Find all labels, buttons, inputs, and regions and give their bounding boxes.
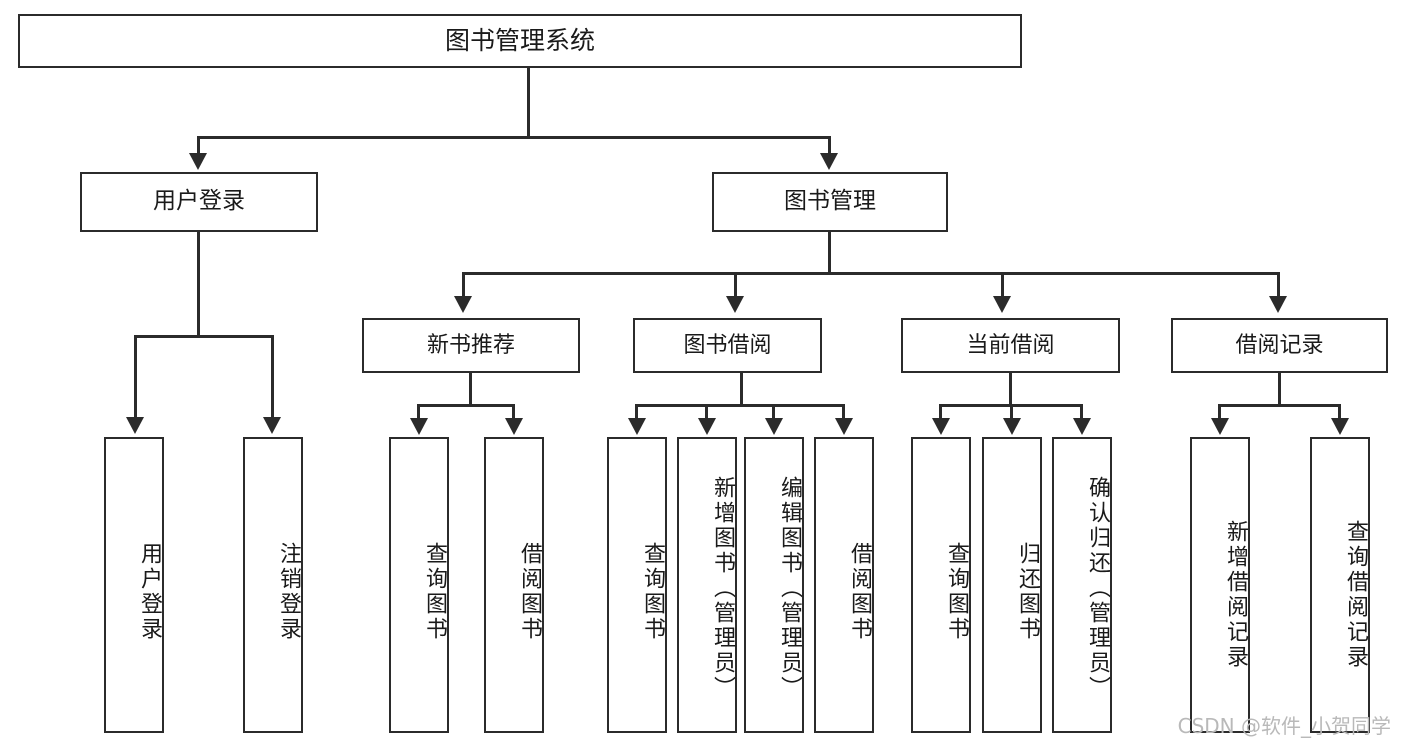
- node-leaf-user-login[interactable]: 用户登录: [104, 437, 164, 733]
- node-label: 查询借阅记录: [1343, 520, 1368, 670]
- node-label: 编辑图书（管理员）: [777, 475, 802, 701]
- connector-book-borrow-stem: [740, 373, 743, 406]
- node-label: 归还图书: [1015, 542, 1040, 642]
- node-label: 新增借阅记录: [1223, 520, 1248, 670]
- connector-cb-1: [939, 404, 942, 420]
- node-leaf-add-borrow-record[interactable]: 新增借阅记录: [1190, 437, 1250, 733]
- connector-bb-1: [635, 404, 638, 420]
- node-leaf-query-borrow-record[interactable]: 查询借阅记录: [1310, 437, 1370, 733]
- arrow-root-to-book-manage: [820, 153, 838, 170]
- node-book-borrow[interactable]: 图书借阅: [633, 318, 822, 373]
- node-leaf-borrow-book-1[interactable]: 借阅图书: [484, 437, 544, 733]
- node-label: 查询图书: [422, 542, 447, 642]
- arrow-to-leaf-user-logout: [263, 417, 281, 434]
- arrow-to-leaf-query-book-3: [932, 418, 950, 435]
- node-root-图书管理系统[interactable]: 图书管理系统: [18, 14, 1022, 68]
- connector-to-new-book-recommend: [462, 272, 465, 298]
- connector-cb-3: [1080, 404, 1083, 420]
- connector-bb-3: [772, 404, 775, 420]
- connector-borrow-record-bar: [1218, 404, 1340, 407]
- connector-book-manage-bar: [462, 272, 1280, 275]
- connector-user-login-left: [134, 335, 137, 419]
- node-label: 图书管理: [784, 188, 876, 215]
- node-leaf-add-book-admin[interactable]: 新增图书（管理员）: [677, 437, 737, 733]
- node-label: 用户登录: [153, 188, 245, 215]
- arrow-to-leaf-add-borrow-record: [1211, 418, 1229, 435]
- connector-br-left: [1218, 404, 1221, 420]
- node-leaf-edit-book-admin[interactable]: 编辑图书（管理员）: [744, 437, 804, 733]
- connector-book-borrow-bar: [635, 404, 845, 407]
- node-label: 图书管理系统: [444, 26, 595, 56]
- connector-book-manage-stem: [828, 232, 831, 274]
- node-label: 图书借阅: [683, 332, 772, 358]
- node-leaf-query-book-1[interactable]: 查询图书: [389, 437, 449, 733]
- node-leaf-query-book-3[interactable]: 查询图书: [911, 437, 971, 733]
- connector-root-to-user-login: [197, 136, 200, 156]
- node-current-borrow[interactable]: 当前借阅: [901, 318, 1120, 373]
- connector-cb-2: [1010, 404, 1013, 420]
- arrow-to-leaf-return-book: [1003, 418, 1021, 435]
- connector-new-book-recommend-bar: [417, 404, 515, 407]
- connector-to-borrow-record: [1277, 272, 1280, 298]
- connector-user-login-bar: [134, 335, 274, 338]
- node-leaf-confirm-return-admin[interactable]: 确认归还（管理员）: [1052, 437, 1112, 733]
- node-label: 借阅图书: [517, 542, 542, 642]
- arrow-to-leaf-query-book-2: [628, 418, 646, 435]
- node-label: 用户登录: [137, 542, 162, 642]
- arrow-to-leaf-edit-book-admin: [765, 418, 783, 435]
- connector-bb-2: [705, 404, 708, 420]
- node-label: 当前借阅: [966, 332, 1055, 358]
- connector-to-current-borrow: [1001, 272, 1004, 298]
- node-label: 查询图书: [944, 542, 969, 642]
- connector-root-to-book-manage: [828, 136, 831, 156]
- connector-root-bar: [197, 136, 831, 139]
- arrow-to-book-borrow: [726, 296, 744, 313]
- connector-new-book-recommend-stem: [469, 373, 472, 406]
- arrow-root-to-user-login: [189, 153, 207, 170]
- csdn-watermark: CSDN @软件_小贺同学: [1177, 714, 1391, 738]
- connector-nbr-right: [512, 404, 515, 420]
- node-leaf-query-book-2[interactable]: 查询图书: [607, 437, 667, 733]
- connector-nbr-left: [417, 404, 420, 420]
- node-label: 确认归还（管理员）: [1085, 475, 1110, 701]
- arrow-to-borrow-record: [1269, 296, 1287, 313]
- node-borrow-record[interactable]: 借阅记录: [1171, 318, 1388, 373]
- node-leaf-user-logout[interactable]: 注销登录: [243, 437, 303, 733]
- node-label: 借阅记录: [1235, 332, 1324, 358]
- node-user-login[interactable]: 用户登录: [80, 172, 318, 232]
- arrow-to-new-book-recommend: [454, 296, 472, 313]
- node-leaf-return-book[interactable]: 归还图书: [982, 437, 1042, 733]
- arrow-to-leaf-query-borrow-record: [1331, 418, 1349, 435]
- node-book-manage[interactable]: 图书管理: [712, 172, 948, 232]
- node-label: 新增图书（管理员）: [710, 475, 735, 701]
- arrow-to-leaf-user-login: [126, 417, 144, 434]
- connector-borrow-record-stem: [1278, 373, 1281, 406]
- connector-br-right: [1338, 404, 1341, 420]
- arrow-to-leaf-borrow-book-2: [835, 418, 853, 435]
- node-label: 注销登录: [276, 542, 301, 642]
- connector-root-stem: [527, 68, 530, 136]
- node-label: 查询图书: [640, 542, 665, 642]
- arrow-to-leaf-query-book-1: [410, 418, 428, 435]
- arrow-to-leaf-borrow-book-1: [505, 418, 523, 435]
- arrow-to-leaf-add-book-admin: [698, 418, 716, 435]
- connector-bb-4: [842, 404, 845, 420]
- node-label: 借阅图书: [847, 542, 872, 642]
- arrow-to-leaf-confirm-return-admin: [1073, 418, 1091, 435]
- node-new-book-recommend[interactable]: 新书推荐: [362, 318, 580, 373]
- arrow-to-current-borrow: [993, 296, 1011, 313]
- node-label: 新书推荐: [426, 332, 515, 358]
- node-leaf-borrow-book-2[interactable]: 借阅图书: [814, 437, 874, 733]
- connector-user-login-stem: [197, 232, 200, 335]
- connector-to-book-borrow: [734, 272, 737, 298]
- connector-current-borrow-stem: [1009, 373, 1012, 406]
- connector-user-login-right: [271, 335, 274, 419]
